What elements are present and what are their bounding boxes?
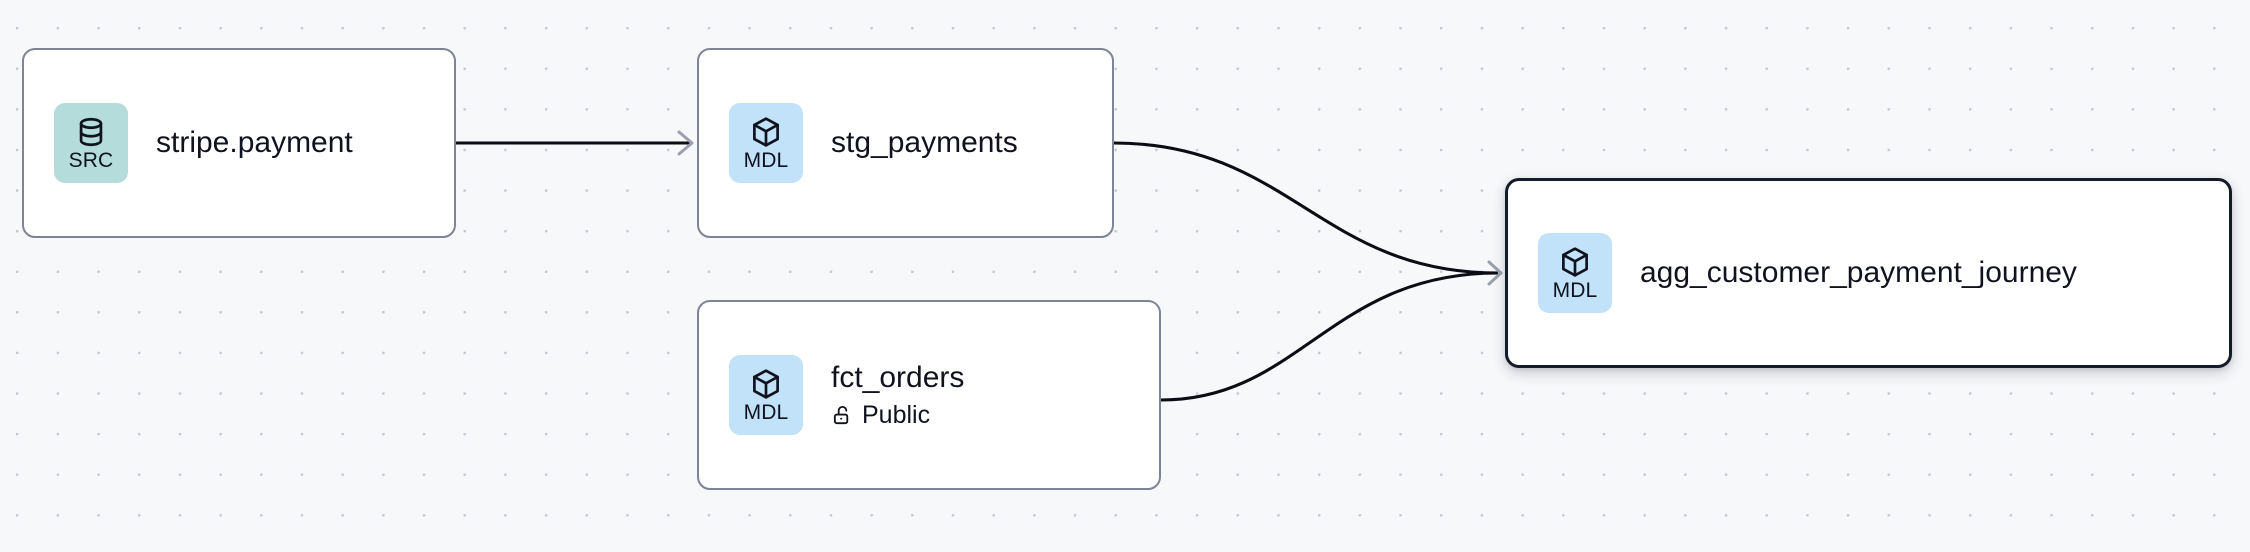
cube-icon bbox=[749, 367, 783, 401]
node-badge-label: MDL bbox=[1552, 278, 1598, 302]
node-title: fct_orders bbox=[831, 361, 965, 394]
edge-arrowhead-agg-journey bbox=[1487, 260, 1503, 286]
node-badge-mdl: MDL bbox=[729, 355, 803, 435]
database-icon bbox=[74, 115, 108, 149]
node-visibility: Public bbox=[831, 401, 1143, 430]
edge-fct-orders-to-agg-journey bbox=[1160, 271, 1499, 402]
node-badge-label: MDL bbox=[743, 148, 789, 172]
node-text-block: agg_customer_payment_journey bbox=[1640, 255, 2229, 291]
cube-icon bbox=[1558, 245, 1592, 279]
node-stg-payments[interactable]: MDL stg_payments bbox=[697, 48, 1114, 238]
node-badge-src: SRC bbox=[54, 103, 128, 183]
edge-stg-payments-to-agg-journey bbox=[1113, 141, 1499, 275]
node-fct-orders[interactable]: MDL fct_orders Public bbox=[697, 300, 1161, 490]
node-badge-label: SRC bbox=[68, 148, 114, 172]
cube-icon bbox=[749, 115, 783, 149]
unlock-icon bbox=[831, 404, 854, 427]
node-visibility-label: Public bbox=[862, 401, 931, 429]
node-badge-mdl: MDL bbox=[1538, 233, 1612, 313]
node-title: stripe.payment bbox=[156, 126, 353, 159]
node-agg-customer-payment-journey[interactable]: MDL agg_customer_payment_journey bbox=[1505, 178, 2232, 368]
node-text-block: stripe.payment bbox=[156, 125, 454, 161]
node-badge-label: MDL bbox=[743, 400, 789, 424]
node-title: agg_customer_payment_journey bbox=[1640, 256, 2077, 289]
node-text-block: fct_orders Public bbox=[831, 360, 1159, 430]
node-badge-mdl: MDL bbox=[729, 103, 803, 183]
node-title: stg_payments bbox=[831, 126, 1018, 159]
node-stripe-payment[interactable]: SRC stripe.payment bbox=[22, 48, 456, 238]
edge-arrowhead-stg-payments bbox=[677, 130, 694, 156]
node-text-block: stg_payments bbox=[831, 125, 1112, 161]
